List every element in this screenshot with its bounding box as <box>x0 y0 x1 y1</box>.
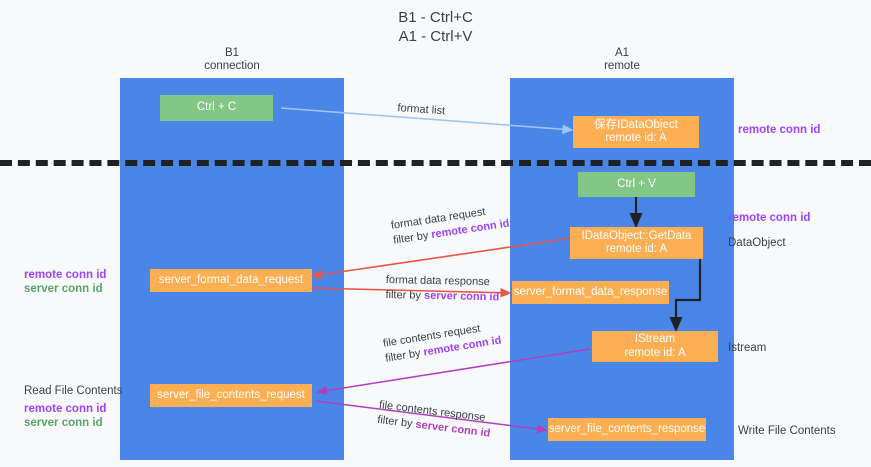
box-ctrl-c[interactable]: Ctrl + C <box>160 95 273 121</box>
lane-title-a1: A1 remote <box>604 47 640 72</box>
box-save-idataobject-line1: 保存IDataObject <box>594 118 678 131</box>
label-file-contents-response-filter-prefix: filter by <box>376 413 417 431</box>
lane-title-b1: B1 connection <box>204 47 260 72</box>
box-ctrl-v[interactable]: Ctrl + V <box>578 172 695 197</box>
label-format-data-request-filter-prefix: filter by <box>392 229 433 247</box>
box-save-idataobject-line2: remote id: A <box>605 132 667 144</box>
box-save-idataobject[interactable]: 保存IDataObject remote id: A <box>573 116 699 148</box>
label-format-data-response-filter-prefix: filter by <box>385 288 425 302</box>
label-file-contents-request-filter-prefix: filter by <box>384 346 425 365</box>
label-format-list: format list <box>397 101 446 118</box>
box-server-file-contents-request[interactable]: server_file_contents_request <box>150 384 312 407</box>
box-getdata-line1: IDataObject::GetData <box>581 229 692 242</box>
right-label-remote-conn-id-top: remote conn id <box>738 124 821 136</box>
label-file-contents-request: file contents request filter by remote c… <box>382 319 503 367</box>
right-label-istream: Istream <box>728 342 767 354</box>
box-istream-line2: remote id: A <box>624 346 686 359</box>
box-istream-line1: IStream <box>634 333 676 345</box>
left-label-server-conn-id: server conn id <box>24 283 103 295</box>
right-label-write-file-contents: Write File Contents <box>738 425 836 437</box>
label-format-data-request: format data request filter by remote con… <box>390 202 511 249</box>
box-getdata-line2: remote id: A <box>605 243 668 255</box>
label-format-data-response-filter-key: server conn id <box>423 289 500 304</box>
box-server-format-data-response[interactable]: server_format_data_response <box>512 281 669 304</box>
left-label-server-conn-id-2: server conn id <box>24 417 103 429</box>
diagram-title: B1 - Ctrl+C A1 - Ctrl+V <box>398 9 473 45</box>
phase-divider <box>0 160 871 166</box>
label-file-contents-response: file contents response filter by server … <box>376 398 493 442</box>
left-label-read-file-contents: Read File Contents <box>24 385 123 397</box>
right-label-remote-conn-id-mid: remote conn id <box>728 212 811 224</box>
box-server-file-contents-response[interactable]: server_file_contents_response <box>548 418 706 441</box>
right-label-dataobject: DataObject <box>728 237 786 249</box>
box-server-format-data-response-label: server_format_data_response <box>513 285 668 298</box>
label-format-data-response: format data response filter by server co… <box>385 273 499 305</box>
box-server-file-contents-request-label: server_file_contents_request <box>157 388 305 401</box>
label-format-data-response-text: format data response <box>385 273 490 289</box>
box-server-format-data-request[interactable]: server_format_data_request <box>150 269 312 292</box>
box-ctrl-v-label: Ctrl + V <box>617 177 656 190</box>
box-istream[interactable]: IStream remote id: A <box>592 331 718 362</box>
box-server-file-contents-response-label: server_file_contents_response <box>548 422 706 435</box>
box-ctrl-c-label: Ctrl + C <box>196 101 237 114</box>
left-label-remote-conn-id: remote conn id <box>24 269 107 281</box>
left-label-remote-conn-id-2: remote conn id <box>24 403 107 415</box>
box-getdata[interactable]: IDataObject::GetData remote id: A <box>570 227 703 259</box>
box-server-format-data-request-label: server_format_data_request <box>158 273 304 286</box>
